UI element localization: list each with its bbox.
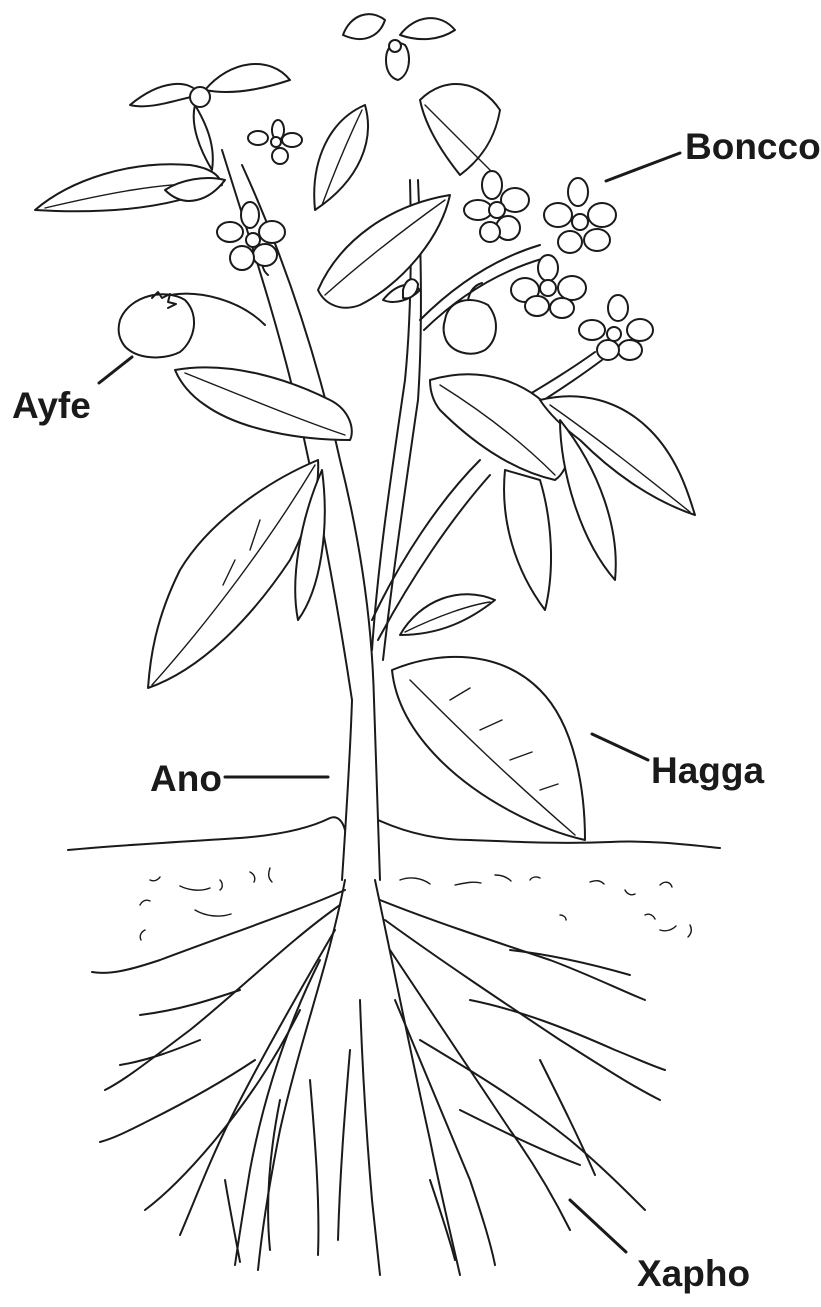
leaves: [35, 14, 695, 840]
leaf-label: Hagga: [651, 752, 764, 789]
soil-line: [68, 817, 720, 940]
ayfe-leader: [99, 357, 132, 383]
roots: [92, 880, 665, 1275]
stem-label: Ano: [150, 760, 222, 797]
fruit-label: Ayfe: [12, 387, 91, 424]
xapho-leader: [570, 1200, 626, 1252]
root-label: Xapho: [637, 1255, 750, 1292]
flower-label: Boncco: [685, 128, 821, 165]
hagga-leader: [592, 734, 648, 760]
boncco-leader: [606, 153, 680, 181]
fruits: [119, 283, 496, 357]
